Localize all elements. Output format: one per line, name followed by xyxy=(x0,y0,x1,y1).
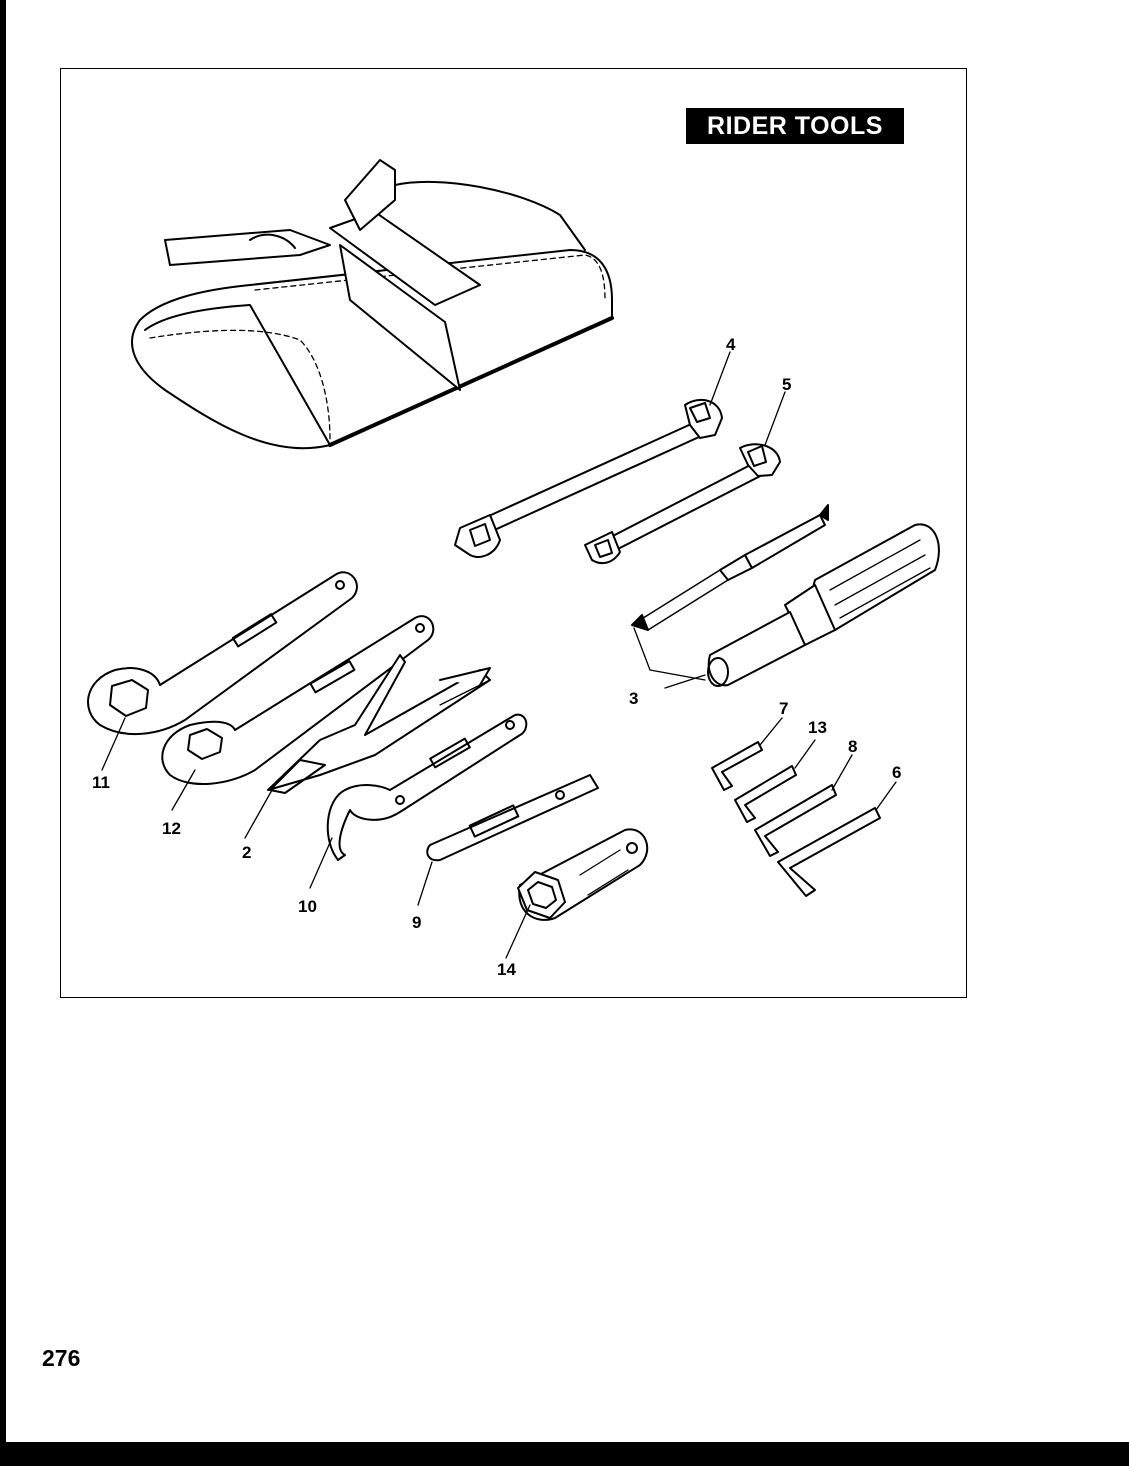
callout-7: 7 xyxy=(779,699,788,718)
callout-4: 4 xyxy=(726,335,736,354)
callout-numbers: 4 5 3 7 13 8 6 11 12 2 10 9 14 xyxy=(92,335,901,979)
callout-6: 6 xyxy=(892,763,901,782)
hex-key-13 xyxy=(734,765,797,823)
callout-3: 3 xyxy=(629,689,638,708)
callout-2: 2 xyxy=(242,843,251,862)
callout-5: 5 xyxy=(782,375,791,394)
tool-bag-illustration xyxy=(131,159,614,450)
spark-plug-socket-14 xyxy=(517,828,649,921)
hook-spanner-10 xyxy=(326,713,528,861)
open-end-wrench-5 xyxy=(584,443,781,565)
hex-key-7 xyxy=(711,741,763,791)
callout-9: 9 xyxy=(412,913,421,932)
diagram-title: RIDER TOOLS xyxy=(686,108,904,144)
pliers-2 xyxy=(267,654,491,794)
hex-key-6 xyxy=(777,807,881,897)
callout-13: 13 xyxy=(808,718,827,737)
callout-8: 8 xyxy=(848,737,857,756)
open-end-wrench-4 xyxy=(454,398,723,558)
flat-spanner-9 xyxy=(426,774,599,862)
screwdriver-3 xyxy=(631,504,940,687)
ring-wrench-11 xyxy=(87,571,358,736)
callout-11: 11 xyxy=(92,773,110,792)
bottom-page-edge xyxy=(0,1442,1129,1466)
callout-14: 14 xyxy=(497,960,516,979)
leader-lines xyxy=(101,351,897,959)
callout-10: 10 xyxy=(298,897,317,916)
callout-12: 12 xyxy=(162,819,181,838)
page-number: 276 xyxy=(42,1345,81,1371)
illustration-frame xyxy=(60,68,967,998)
left-page-edge xyxy=(0,0,6,1466)
ring-wrench-12 xyxy=(161,615,435,786)
hex-key-8 xyxy=(754,784,837,857)
